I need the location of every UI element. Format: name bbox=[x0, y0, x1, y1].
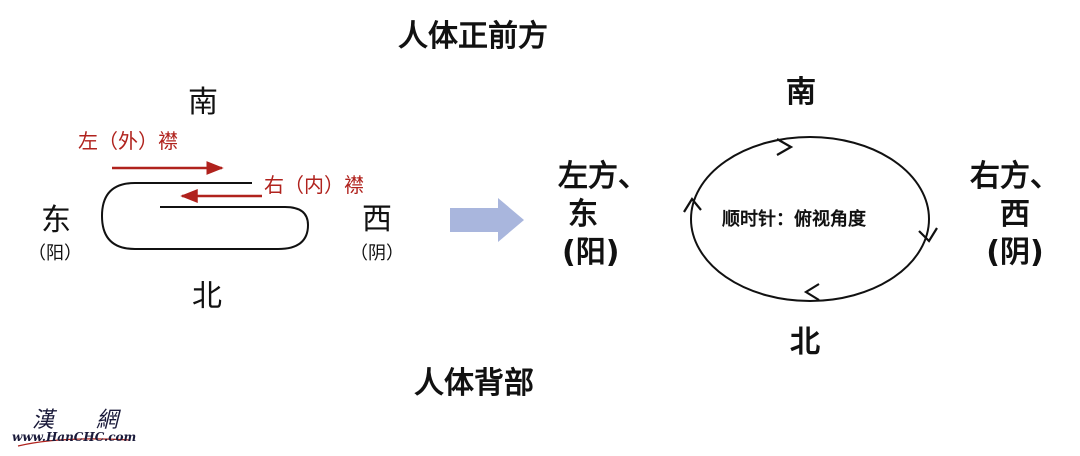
clockwise-caption: 顺时针：俯视角度 bbox=[722, 209, 866, 230]
left-west-label: 西 bbox=[362, 202, 392, 237]
back-title: 人体背部 bbox=[414, 366, 534, 401]
left-north-label: 北 bbox=[192, 279, 222, 314]
left-lapel-label: 左（外）襟 bbox=[78, 129, 178, 153]
watermark-swoosh bbox=[17, 438, 131, 447]
right-south-label: 南 bbox=[786, 75, 816, 110]
transition-arrow bbox=[450, 198, 524, 242]
clockwise-ellipse bbox=[690, 136, 930, 302]
left-east-label: 东 bbox=[41, 203, 71, 238]
watermark-char-2: 網 bbox=[96, 408, 119, 433]
left-south-label: 南 bbox=[188, 85, 218, 120]
right-north-label: 北 bbox=[790, 325, 820, 360]
chevron-top bbox=[776, 138, 794, 156]
left-west-sub: （阴） bbox=[350, 243, 404, 264]
left-east-sub: （阳） bbox=[28, 243, 82, 264]
outer-lapel-outline bbox=[100, 182, 310, 250]
watermark-char-1: 漢 bbox=[32, 408, 55, 433]
right-left-label-2: 东 bbox=[568, 197, 598, 232]
chevron-bottom bbox=[803, 283, 820, 301]
right-left-side-labels: 左方、 东 (阳) bbox=[558, 158, 648, 272]
right-left-label-1: 左方、 bbox=[558, 159, 648, 194]
chevron-right bbox=[918, 227, 938, 243]
watermark-url: www.HanCHC.com bbox=[12, 430, 137, 444]
right-right-label-2: 西 bbox=[1000, 197, 1030, 232]
right-right-side-labels: 右方、 西 (阴) bbox=[970, 158, 1060, 272]
right-left-label-3: (阳) bbox=[562, 235, 620, 270]
right-lapel-label: 右（内）襟 bbox=[264, 173, 364, 197]
chevron-left bbox=[683, 197, 702, 213]
right-right-label-3: (阴) bbox=[986, 235, 1044, 270]
front-title: 人体正前方 bbox=[398, 19, 548, 54]
right-right-label-1: 右方、 bbox=[970, 159, 1060, 194]
